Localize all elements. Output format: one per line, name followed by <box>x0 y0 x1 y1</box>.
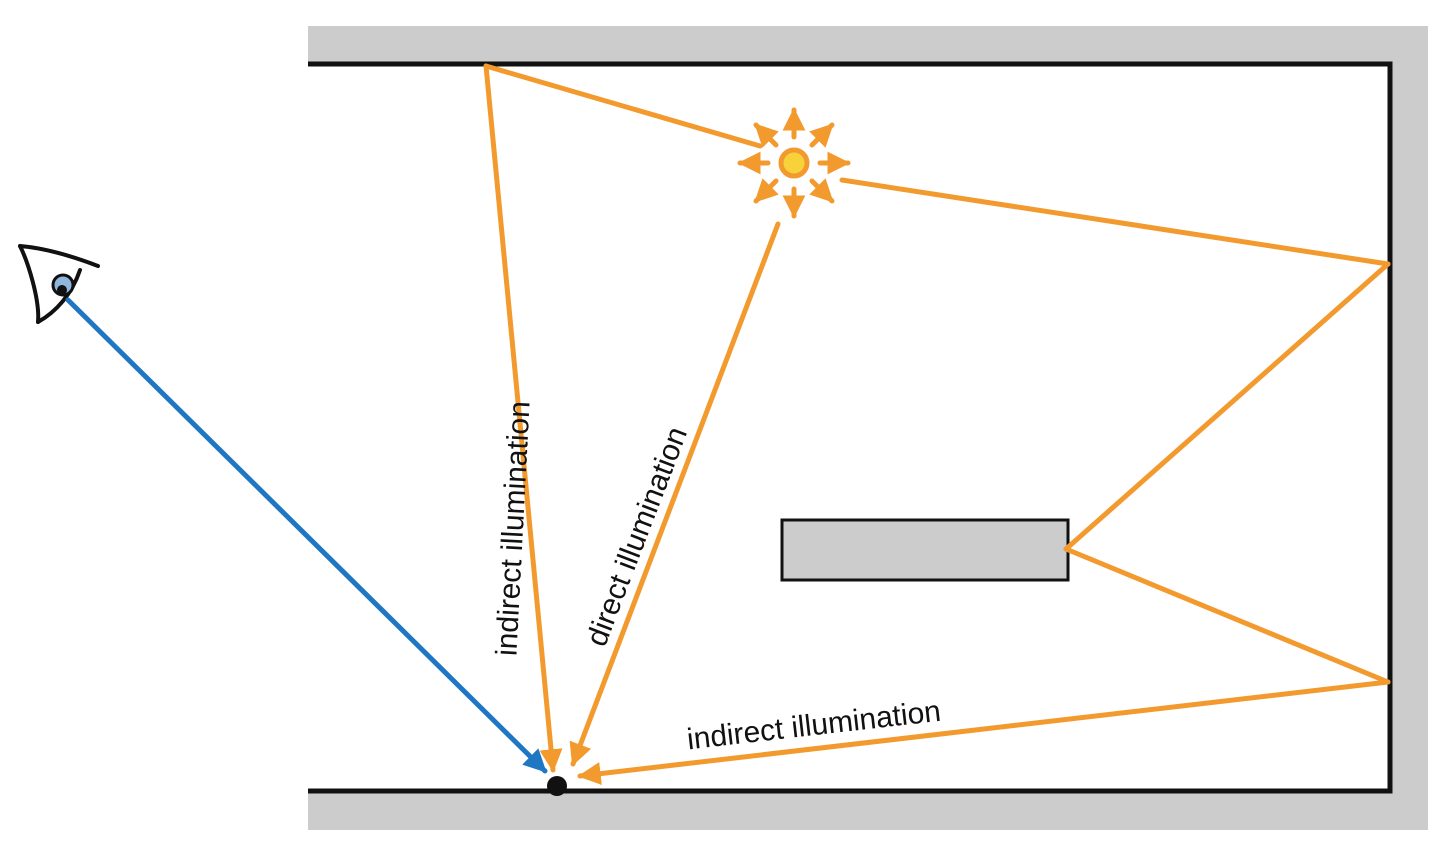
wall-to-point-indirect <box>577 679 1391 786</box>
light-to-point-direct <box>569 221 781 767</box>
label-indirect-illumination-left: indirect illumination <box>490 400 536 657</box>
room-outline <box>308 61 1393 794</box>
shading-point-dot <box>547 776 567 796</box>
box-to-right-wall-lower <box>1063 546 1391 685</box>
sun-rays <box>737 107 851 219</box>
label-direct-illumination: direct illumination <box>580 422 694 650</box>
light-paths <box>483 63 1391 786</box>
ceiling-to-point-indirect <box>483 63 563 773</box>
wall-top <box>308 26 1428 64</box>
right-wall-to-box <box>1063 261 1391 552</box>
view-ray <box>65 297 548 774</box>
sun-core <box>778 147 810 179</box>
wall-right <box>1390 26 1428 830</box>
eye-icon <box>18 244 100 324</box>
light-to-right-wall <box>839 177 1391 267</box>
light-source-sun-icon <box>737 107 851 219</box>
occluder-box <box>780 518 1070 582</box>
light-to-ceiling-bounce <box>483 63 763 149</box>
wall-bottom <box>308 792 1428 830</box>
